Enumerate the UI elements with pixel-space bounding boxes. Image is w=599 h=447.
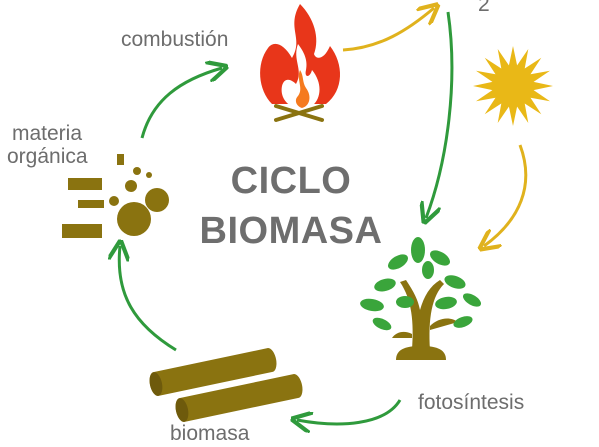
label-fotosintesis: fotosíntesis: [418, 391, 525, 414]
label-co2-subscript: 2: [478, 0, 490, 16]
logs-icon: [149, 347, 303, 423]
arrow-co2-to-tree: [426, 11, 454, 218]
title-line1: CICLO: [230, 160, 352, 202]
arrow-sun-to-tree: [484, 144, 528, 246]
label-materia-line1: materia: [12, 122, 83, 145]
arrow-tree-to-biomasa: [297, 399, 402, 424]
arrow-materia-to-combustion: [140, 68, 222, 139]
arrow-biomasa-to-materia: [119, 246, 177, 352]
label-materia-line2: orgánica: [7, 145, 88, 168]
tree-icon: [360, 237, 482, 360]
label-combustion: combustión: [121, 28, 229, 51]
arrow-combustion-to-co2: [342, 8, 434, 52]
title-line2: BIOMASA: [199, 210, 383, 252]
organic-matter-icon: [62, 154, 169, 238]
fire-icon: [260, 4, 341, 122]
sun-icon: [473, 46, 553, 126]
label-biomasa: biomasa: [170, 422, 250, 445]
